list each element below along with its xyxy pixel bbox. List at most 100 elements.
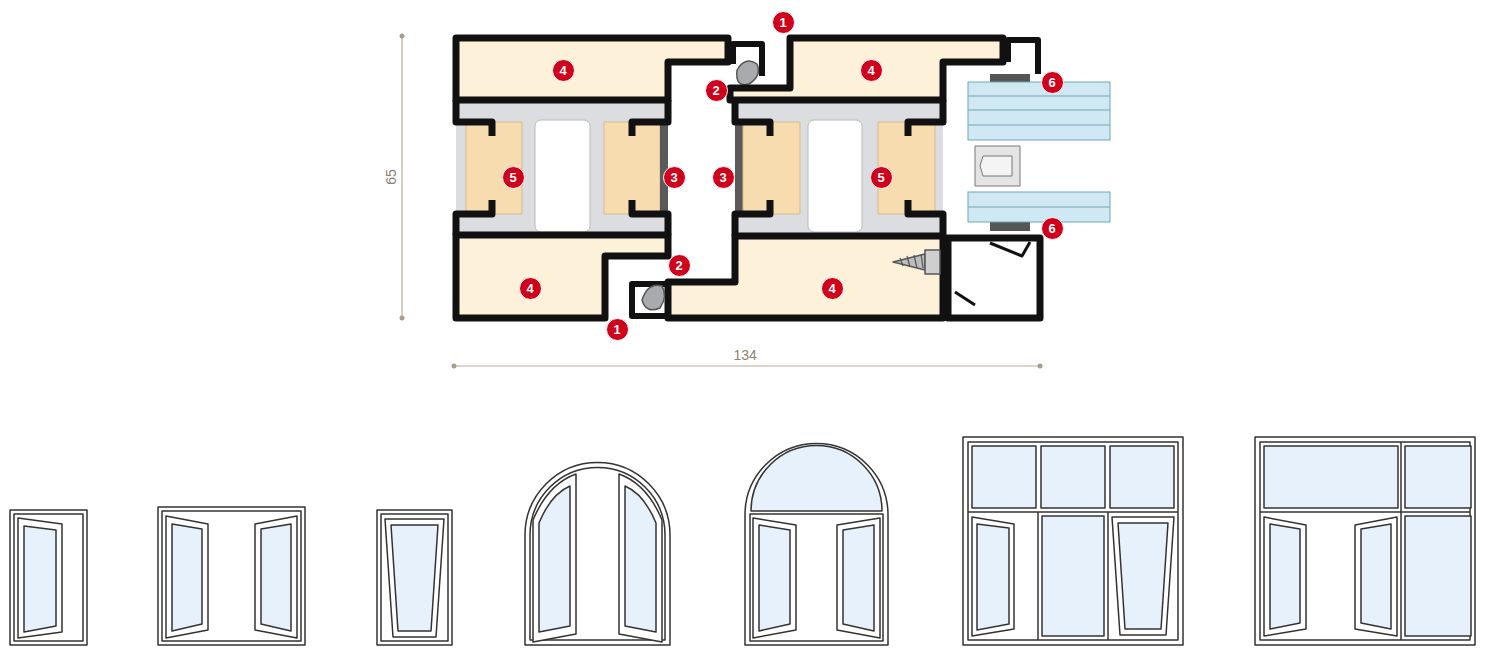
window-icon [1112,517,1174,635]
callout-number: 4 [860,59,883,82]
glazing-unit [968,82,1110,140]
window-icon [625,486,656,632]
sash-profile [900,254,923,268]
window-icon [837,518,880,638]
window-icon [1037,512,1039,640]
sash-profile [735,100,943,236]
dimension-line [400,316,405,321]
sash-profile [1008,40,1038,74]
window-icon [1264,446,1398,508]
dimension-line [401,36,402,318]
window-icon [1110,446,1174,508]
window-icon [843,525,874,631]
callout-number: 2 [668,254,691,277]
frame-profile [535,120,590,232]
window-icon [381,514,448,641]
sash-profile [990,242,1030,256]
window-icon [255,516,297,638]
window-icon [977,524,1009,630]
sash-profile [990,222,1030,231]
callout-number: 5 [870,166,893,189]
callout-number: 2 [705,79,728,102]
window-icon [525,462,670,645]
window-icon [10,437,1475,645]
sash-profile [632,284,668,316]
window-icon [24,526,56,632]
window-icon [1361,524,1391,629]
window-icon [539,486,570,632]
window-icon [968,442,1178,640]
window-icon [751,446,882,512]
sash-profile [642,285,665,310]
window-icon [972,517,1014,636]
sash-profile [948,238,1040,318]
dimension-line [1038,364,1043,369]
window-icon [1260,442,1470,640]
dimension-line [400,34,405,39]
window-icon [1107,512,1109,640]
window-icon [391,525,438,631]
sash-profile [925,250,940,274]
window-icon [1405,516,1471,636]
glazing-unit [980,156,1012,176]
callout-number: 1 [772,11,795,34]
window-icon [1405,446,1471,508]
callout-number: 6 [1041,71,1064,94]
sash-profile [632,38,1040,318]
glazing-unit [968,125,1110,126]
frame-profile [456,38,762,318]
window-icon [1042,516,1104,636]
window-icon [158,507,305,645]
callout-number: 5 [502,166,525,189]
window-icon [968,511,1178,513]
window-icon [172,524,202,631]
callout-number: 4 [519,277,542,300]
window-icon [1400,442,1402,640]
glazing-unit [968,96,1110,97]
frame-profile [456,38,728,100]
frame-profile [737,61,759,85]
window-icon [14,514,83,641]
window-icon [972,446,1036,508]
dimension-line [454,365,1040,366]
window-icon [1041,446,1105,508]
window-icon [750,514,883,641]
glazing-unit [975,146,1020,186]
window-icon [162,511,301,641]
callout-number: 3 [712,166,735,189]
callout-number: 4 [552,59,575,82]
window-icon [533,474,576,642]
window-icon [963,437,1183,645]
sash-profile [893,254,925,270]
frame-profile [456,235,668,318]
window-icon [745,443,888,645]
window-icon [1270,524,1300,629]
sash-profile [668,236,943,318]
glazing-unit [968,110,1110,111]
dimension-label: 65 [383,166,399,188]
dimension-line [452,364,457,369]
window-icon [753,518,796,638]
window-icon [1355,517,1397,636]
sash-profile [735,122,743,214]
window-icon [1264,517,1306,636]
dimension-line [400,34,1043,369]
callout-number: 4 [821,277,844,300]
sash-profile [955,292,975,305]
window-icon [377,510,452,645]
window-icon [261,524,291,631]
callout-number: 3 [663,166,686,189]
window-icon [166,516,208,638]
frame-profile [456,100,668,235]
glazing-unit [968,207,1110,208]
window-icon [385,519,444,637]
callout-number: 1 [606,318,629,341]
sash-profile [808,120,862,232]
glazing-unit [968,82,1110,222]
callout-number: 6 [1041,217,1064,240]
window-icon [10,510,87,645]
dimension-label: 134 [731,347,760,363]
